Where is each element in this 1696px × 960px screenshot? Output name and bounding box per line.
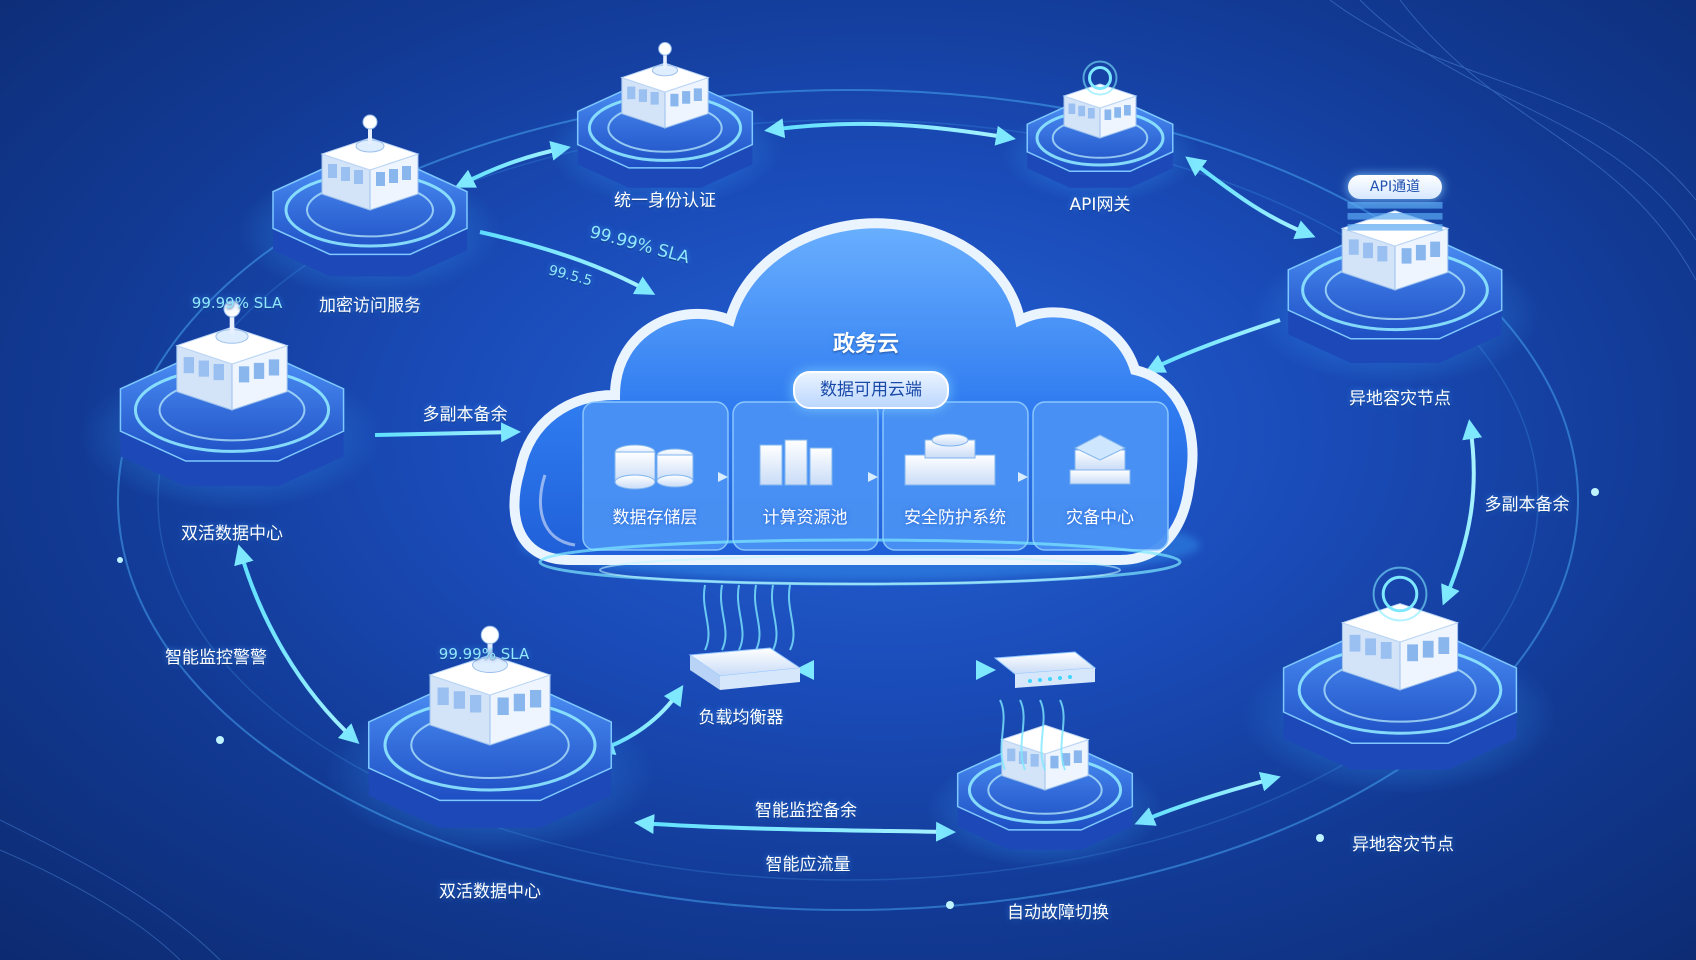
- link-label-replica-left: 多副本备余: [422, 405, 508, 425]
- link-label-monitor-left: 智能监控警警: [165, 648, 267, 668]
- link-dc-vertical: [234, 544, 360, 745]
- sla-label-bottom: 99.99% SLA: [438, 645, 530, 663]
- layer-label-compute: 计算资源池: [762, 508, 848, 528]
- platform-failover-building: [1000, 724, 1090, 791]
- layer-label-disaster: 灾备中心: [1066, 508, 1134, 528]
- node-label-encrypted: 加密访问服务: [319, 296, 421, 316]
- link-dc-cloud: [374, 422, 521, 443]
- node-label-api-gateway: API网关: [1069, 195, 1131, 215]
- database-icon: [614, 444, 694, 490]
- layer-label-storage: 数据存储层: [612, 508, 698, 528]
- node-label-dc-left-2: 双活数据中心: [439, 882, 541, 902]
- platform-dr-right-2-building: [1340, 566, 1460, 691]
- security-building-icon: [904, 433, 996, 486]
- panel-arrows: [718, 472, 1028, 482]
- data-streams-cloud-lb: [703, 584, 1066, 771]
- node-label-dr-right-1: 异地容灾节点: [1349, 389, 1451, 409]
- link-api-channel: [1185, 156, 1316, 240]
- link-label-traffic: 智能应流量: [765, 855, 851, 875]
- orbit-ring: [117, 89, 1579, 911]
- link-dr-vertical: [1441, 419, 1483, 606]
- disaster-center-icon: [1069, 434, 1131, 485]
- platform-dc-left-1-building: [175, 300, 289, 411]
- platform-api-gateway: [1001, 60, 1199, 204]
- platform-dc-left-2: [325, 625, 655, 854]
- node-label-auth: 统一身份认证: [614, 191, 716, 211]
- link-sla-cloud: [479, 230, 656, 295]
- cloud-subtitle-pill: 数据可用云端: [793, 371, 949, 409]
- cloud-title: 政务云: [832, 332, 900, 357]
- platform-api-gateway-building: [1062, 60, 1138, 139]
- platform-api-channel-building: [1340, 202, 1450, 291]
- link-auth-api: [764, 118, 1016, 146]
- node-label-dr-right-2: 异地容灾节点: [1352, 835, 1454, 855]
- node-label-dc-left-1: 双活数据中心: [181, 524, 283, 544]
- platform-encrypted-building: [320, 114, 420, 211]
- platform-auth: [546, 42, 784, 207]
- platform-dc-left-2-building: [428, 625, 552, 746]
- platform-dr-right-2: [1242, 566, 1558, 795]
- layer-label-security: 安全防护系统: [904, 508, 1006, 528]
- platform-auth-building: [620, 42, 710, 129]
- platform-api-channel: [1250, 202, 1540, 386]
- platform-failover: [926, 724, 1164, 869]
- link-label-monitor-bottom: 智能监控备余: [755, 801, 857, 821]
- api-channel-pill: API通道: [1348, 175, 1442, 199]
- load-balancer-device: [688, 647, 802, 690]
- link-label-replica-right: 多副本备余: [1484, 495, 1570, 515]
- node-label-load-balancer: 负载均衡器: [698, 708, 784, 728]
- switch-device: [993, 651, 1097, 688]
- server-rack-icon: [759, 439, 833, 486]
- platform-encrypted: [238, 114, 502, 297]
- platform-dc-left-1: [81, 300, 383, 510]
- orbit-dots: [117, 488, 1599, 909]
- link-dc-failover: [634, 814, 956, 842]
- sla-label-left: 99.99% SLA: [191, 294, 283, 312]
- node-label-failover: 自动故障切换: [1007, 903, 1109, 923]
